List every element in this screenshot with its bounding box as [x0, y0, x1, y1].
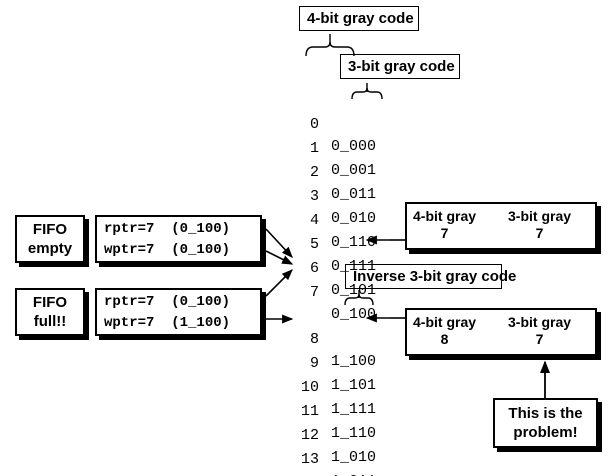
- row-code: 0_100: [331, 306, 377, 323]
- label-4bit-gray-code: 4-bit gray code: [299, 6, 419, 31]
- comparison-match-4bit-column: 4-bit gray 7: [413, 208, 476, 242]
- fifo-empty-label-line1: FIFO: [32, 221, 68, 238]
- brace-4bit: [305, 34, 355, 57]
- label-3bit-gray-code: 3-bit gray code: [340, 54, 460, 79]
- table-row: 2 0_011: [283, 140, 388, 203]
- fifo-full-label-line1: FIFO: [32, 294, 68, 311]
- comparison-match-3bit-value: 7: [535, 225, 544, 241]
- table-row: 8 1_100: [283, 307, 388, 370]
- row-index: 11: [300, 403, 319, 420]
- problem-callout-line2: problem!: [513, 424, 578, 441]
- label-inverse-3bit-gray-code: Inverse 3-bit gray code: [345, 264, 516, 289]
- comparison-match-4bit-value: 7: [440, 225, 449, 241]
- table-row: 14 1_001: [283, 451, 388, 476]
- fifo-full-pointer-box: rptr=7 (0_100) wptr=7 (1_100): [95, 288, 262, 336]
- comparison-mismatch-4bit-value: 8: [440, 331, 449, 347]
- comparison-box-match: 4-bit gray 7 3-bit gray 7: [405, 202, 597, 250]
- row-code: 1_011: [331, 471, 376, 476]
- comparison-mismatch-4bit-column: 4-bit gray 8: [413, 314, 476, 348]
- table-row: 0 0_000: [283, 92, 388, 155]
- table-row: 5 0_111: [283, 212, 388, 275]
- fifo-empty-label-line2: empty: [27, 240, 73, 257]
- fifo-empty-pointer-box: rptr=7 (0_100) wptr=7 (0_100): [95, 215, 262, 263]
- row-index: 1: [309, 140, 319, 157]
- row-code: 1_111: [331, 401, 377, 418]
- fifo-empty-wptr: wptr=7 (0_100): [104, 242, 231, 258]
- table-row: 12 1_010: [283, 403, 388, 466]
- comparison-mismatch-3bit-column: 3-bit gray 7: [508, 314, 571, 348]
- row-index: 6: [309, 260, 319, 277]
- row-code: 0_010: [331, 210, 377, 227]
- row-index: 10: [300, 379, 319, 396]
- table-row: 11 1_110: [283, 379, 388, 442]
- row-code: 1_100: [331, 353, 377, 370]
- row-code: 1_110: [331, 425, 377, 442]
- table-row: 4 0_110: [283, 188, 388, 251]
- fifo-empty-status-box: FIFO empty: [15, 215, 85, 263]
- row-index: 13: [300, 451, 319, 468]
- table-row: 1 0_001: [283, 116, 388, 179]
- table-row: 3 0_010: [283, 164, 388, 227]
- row-code: 0_011: [331, 186, 377, 203]
- problem-callout-line1: This is the: [508, 405, 583, 422]
- row-index: 3: [309, 188, 319, 205]
- row-index: 4: [309, 212, 319, 229]
- row-code: 1_010: [331, 449, 377, 466]
- row-code: 1_101: [331, 377, 377, 394]
- fifo-full-wptr: wptr=7 (1_100): [104, 315, 231, 331]
- comparison-mismatch-4bit-header: 4-bit gray: [413, 314, 477, 330]
- comparison-match-4bit-header: 4-bit gray: [413, 208, 477, 224]
- table-row: 10 1_111: [283, 355, 388, 418]
- fifo-full-rptr: rptr=7 (0_100): [104, 294, 231, 310]
- row-index: 5: [309, 236, 319, 253]
- comparison-mismatch-3bit-value: 7: [535, 331, 544, 347]
- row-index: 12: [300, 427, 319, 444]
- row-index: 8: [309, 331, 319, 348]
- row-index: 7: [309, 284, 319, 301]
- table-row: 6 0_101: [283, 236, 388, 299]
- row-code: 0_110: [331, 234, 377, 251]
- row-code: 0_001: [331, 162, 377, 179]
- fifo-full-status-box: FIFO full!!: [15, 288, 85, 336]
- comparison-box-mismatch: 4-bit gray 8 3-bit gray 7: [405, 308, 597, 356]
- row-index: 9: [309, 355, 319, 372]
- fifo-empty-rptr: rptr=7 (0_100): [104, 221, 231, 237]
- row-code: 0_111: [331, 258, 377, 275]
- comparison-match-3bit-column: 3-bit gray 7: [508, 208, 571, 242]
- comparison-mismatch-3bit-header: 3-bit gray: [508, 314, 572, 330]
- table-row: 9 1_101: [283, 331, 388, 394]
- row-code: 0_000: [331, 138, 377, 155]
- problem-callout-box: This is the problem!: [493, 398, 598, 448]
- row-code: 0_101: [331, 282, 377, 299]
- comparison-match-3bit-header: 3-bit gray: [508, 208, 572, 224]
- row-index: 0: [309, 116, 319, 133]
- row-index: 2: [309, 164, 319, 181]
- fifo-full-label-line2: full!!: [33, 313, 67, 330]
- table-row: 7 0_100: [283, 260, 388, 323]
- table-row: 13 1_011: [283, 427, 388, 476]
